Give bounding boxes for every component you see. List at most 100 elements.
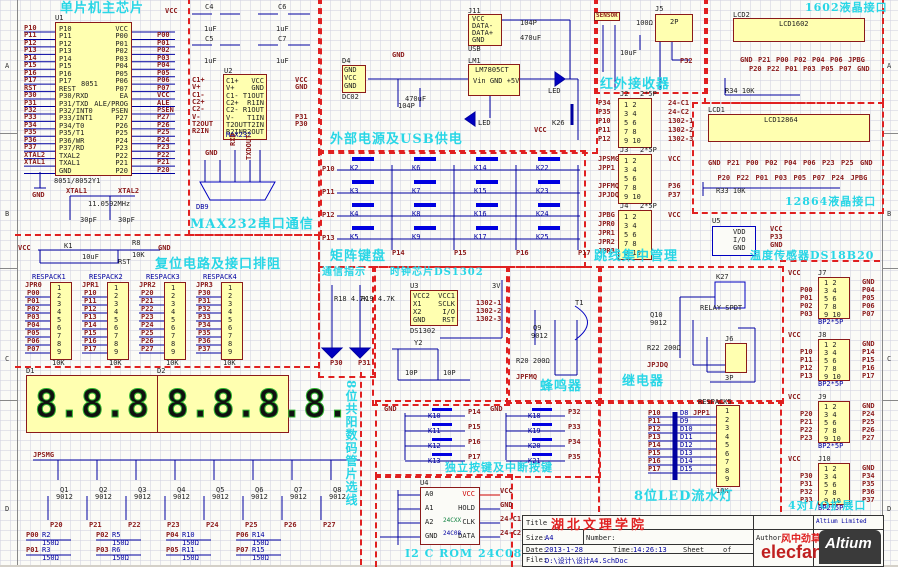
io-net-right: P27 (862, 434, 875, 442)
key-button[interactable] (538, 203, 560, 207)
key-button[interactable] (432, 438, 452, 441)
io-pin-numbers: 3 4 (824, 411, 837, 419)
respack-net: P25 (141, 329, 154, 337)
regulator-chip[interactable]: LM7805CT Vin GND +5V (468, 64, 520, 96)
respack-pin: 6 (57, 324, 62, 332)
key-button[interactable] (352, 203, 374, 207)
jumper-net-left: JPR3 (598, 247, 615, 255)
tb-of-label: of (723, 546, 732, 554)
key-button[interactable] (476, 180, 498, 184)
lcd1602-net: P07 (839, 65, 852, 73)
mcu-net-left: P36 (24, 135, 37, 144)
io-net-right: GND (862, 340, 875, 348)
io-net-left: P22 (800, 426, 813, 434)
eeprom-net: 24-C1 (500, 515, 522, 523)
jumper-pin-numbers: 7 8 (624, 128, 637, 136)
mcu-net-left: P12 (24, 38, 37, 47)
key-button[interactable] (432, 423, 452, 426)
seg-res-val: 150Ω (42, 539, 59, 547)
tb-title-label: Title (526, 519, 548, 527)
jumper-part: 2*5P (640, 202, 657, 210)
jumper-net-right: P36 (668, 182, 681, 190)
mcu-pin-left: P11 (59, 32, 72, 41)
seg-res-val: 150Ω (252, 539, 269, 547)
key-button[interactable] (532, 438, 552, 441)
key-button[interactable] (432, 408, 452, 411)
key-label: K11 (428, 427, 441, 435)
altium-logo: Altium (819, 530, 881, 564)
respack-val: 10K (52, 359, 65, 367)
key-button[interactable] (538, 226, 560, 230)
key-button[interactable] (532, 408, 552, 411)
key-button[interactable] (476, 203, 498, 207)
respack-pin: 5 (725, 441, 730, 449)
key-button[interactable] (532, 423, 552, 426)
section-title-leds: 8位LED流水灯 (634, 489, 734, 504)
section-title-reset: 复位电路及接口排阻 (155, 257, 282, 272)
seg-res-val: 150Ω (112, 539, 129, 547)
key-button[interactable] (352, 157, 374, 161)
jumper-net-left: JPFMQ (598, 182, 620, 190)
io-net-right: P17 (862, 372, 875, 380)
key-button[interactable] (414, 180, 436, 184)
respack-pin: 6 (725, 449, 730, 458)
lcd12864-net: P21 (727, 159, 740, 167)
lcd1602-net: P01 (785, 65, 798, 73)
io-net-right: P34 (862, 472, 875, 480)
key-button[interactable] (414, 203, 436, 207)
tb-company: Altium Limited (816, 518, 867, 525)
ir-sensor-label: SENSOR (596, 12, 618, 19)
j6-connector[interactable] (725, 343, 747, 373)
key-button[interactable] (532, 453, 552, 456)
mcu-net-left: XTAL2 (24, 150, 46, 159)
key-button[interactable] (432, 453, 452, 456)
key-button[interactable] (476, 157, 498, 161)
key-button[interactable] (414, 226, 436, 230)
respack-pin: 3 (114, 300, 119, 308)
key-button[interactable] (352, 180, 374, 184)
key-button[interactable] (414, 157, 436, 161)
mcu-pin-right: P27 (115, 114, 128, 123)
mcu-net-left: P33 (24, 113, 37, 122)
respack-pin: 8 (725, 466, 730, 475)
relay-part[interactable]: RELAY-SPDT (700, 304, 743, 312)
transistor-ref: Q3 (138, 486, 147, 494)
transistor-part: 9012 (251, 493, 268, 501)
lcd12864-module[interactable]: LCD12864 (708, 114, 870, 142)
key-button[interactable] (538, 157, 560, 161)
key-button[interactable] (538, 180, 560, 184)
zone-label: C (5, 355, 10, 363)
key-button[interactable] (352, 226, 374, 230)
jumper-net-right: 24-C1 (668, 99, 690, 107)
usb-name: USB (468, 45, 481, 53)
relay-net: JPJDQ (647, 361, 669, 369)
io-part: BP2*5P (818, 504, 844, 512)
db9-connector[interactable]: DB9 (196, 203, 209, 211)
lcd1602-module[interactable]: LCD1602 (733, 18, 865, 42)
seg-res-net: P03 (96, 546, 109, 554)
io-pin-numbers: 1 2 (824, 465, 837, 473)
reset-k1[interactable]: K1 (64, 242, 73, 250)
j5-connector[interactable]: 2P (655, 14, 693, 42)
ir-sensor[interactable]: SENSOR (594, 12, 620, 21)
mcu-pin-right: P26 (115, 121, 128, 130)
jumper-net-left: JPR0 (598, 220, 615, 228)
key-button[interactable] (476, 226, 498, 230)
switch-k26[interactable]: K26 (552, 119, 565, 127)
io-net-left: P10 (800, 348, 813, 356)
key-net: P16 (468, 438, 481, 446)
